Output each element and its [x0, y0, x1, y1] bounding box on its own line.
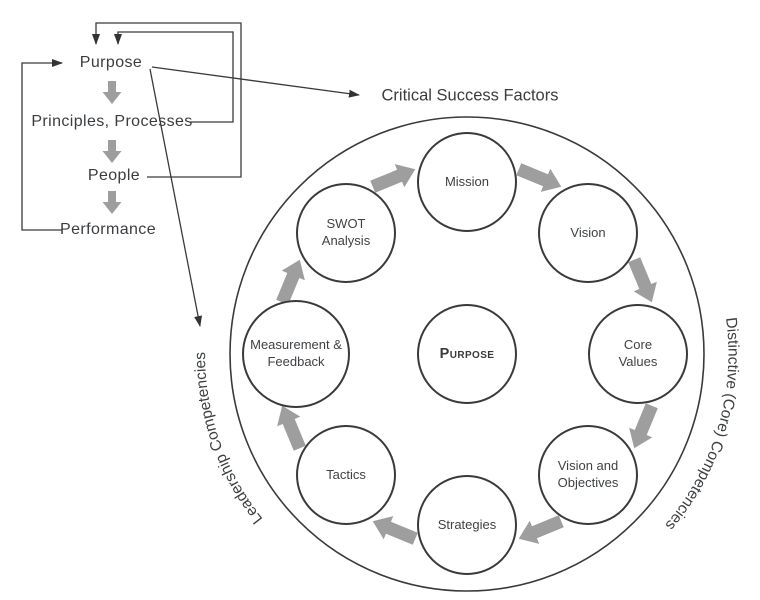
- feedback-loop-people-to-purpose: [92, 22, 242, 178]
- cycle-node-label: Strategies: [437, 516, 497, 532]
- cycle-node-label: Vision: [570, 224, 606, 240]
- cycle-node-mission: Mission: [417, 132, 517, 232]
- cycle-arrow-core-values-to-vision-objectives: [629, 403, 658, 449]
- flowchart-item-people: People: [87, 167, 141, 184]
- cycle-node-label: Tactics: [326, 466, 366, 482]
- cycle-node-swot-analysis: SWOT Analysis: [296, 183, 396, 283]
- cycle-node-label: Mission: [444, 173, 490, 189]
- cycle-node-tactics: Tactics: [296, 425, 396, 525]
- cycle-node-vision: Vision: [538, 183, 638, 283]
- cycle-arrow-measurement-to-swot: [276, 259, 305, 305]
- cycle-arrow-vision-objectives-to-strategies: [518, 515, 564, 544]
- down-block-arrow: [102, 81, 122, 104]
- cycle-arrow-mission-to-vision: [516, 163, 562, 192]
- cycle-node-core-values: Core Values: [588, 304, 688, 404]
- down-block-arrow: [102, 191, 122, 214]
- cycle-title: Critical Success Factors: [381, 86, 559, 105]
- arrow-purpose-to-critical-success-factors: [151, 66, 360, 98]
- feedback-loop-performance-to-purpose: [21, 59, 63, 231]
- cycle-arrow-swot-to-mission: [370, 164, 416, 193]
- cycle-node-vision-and-objectives: Vision and Objectives: [538, 425, 638, 525]
- flowchart-item-purpose: Purpose: [79, 54, 143, 71]
- cycle-node-measurement-feedback: Measurement & Feedback: [242, 300, 350, 408]
- cycle-node-label: Vision and Objectives: [557, 458, 619, 490]
- arrow-purpose-to-leadership-competencies: [149, 68, 203, 327]
- cycle-node-label: Core Values: [618, 337, 658, 369]
- cycle-node-strategies: Strategies: [417, 475, 517, 575]
- cycle-node-label: Measurement & Feedback: [250, 337, 342, 369]
- feedback-loop-processes-to-purpose: [114, 31, 234, 123]
- cycle-center-label: Purpose: [439, 345, 495, 362]
- flowchart-item-principles-processes: Principles, Processes: [31, 113, 193, 130]
- down-block-arrow: [102, 140, 122, 163]
- cycle-center-purpose: Purpose: [417, 304, 517, 404]
- cycle-arrow-strategies-to-tactics: [372, 516, 418, 545]
- cycle-node-label: SWOT Analysis: [321, 216, 371, 248]
- flowchart-item-performance: Performance: [60, 221, 156, 238]
- cycle-arrow-tactics-to-measurement: [277, 405, 306, 451]
- cycle-arrow-vision-to-core-values: [628, 257, 657, 303]
